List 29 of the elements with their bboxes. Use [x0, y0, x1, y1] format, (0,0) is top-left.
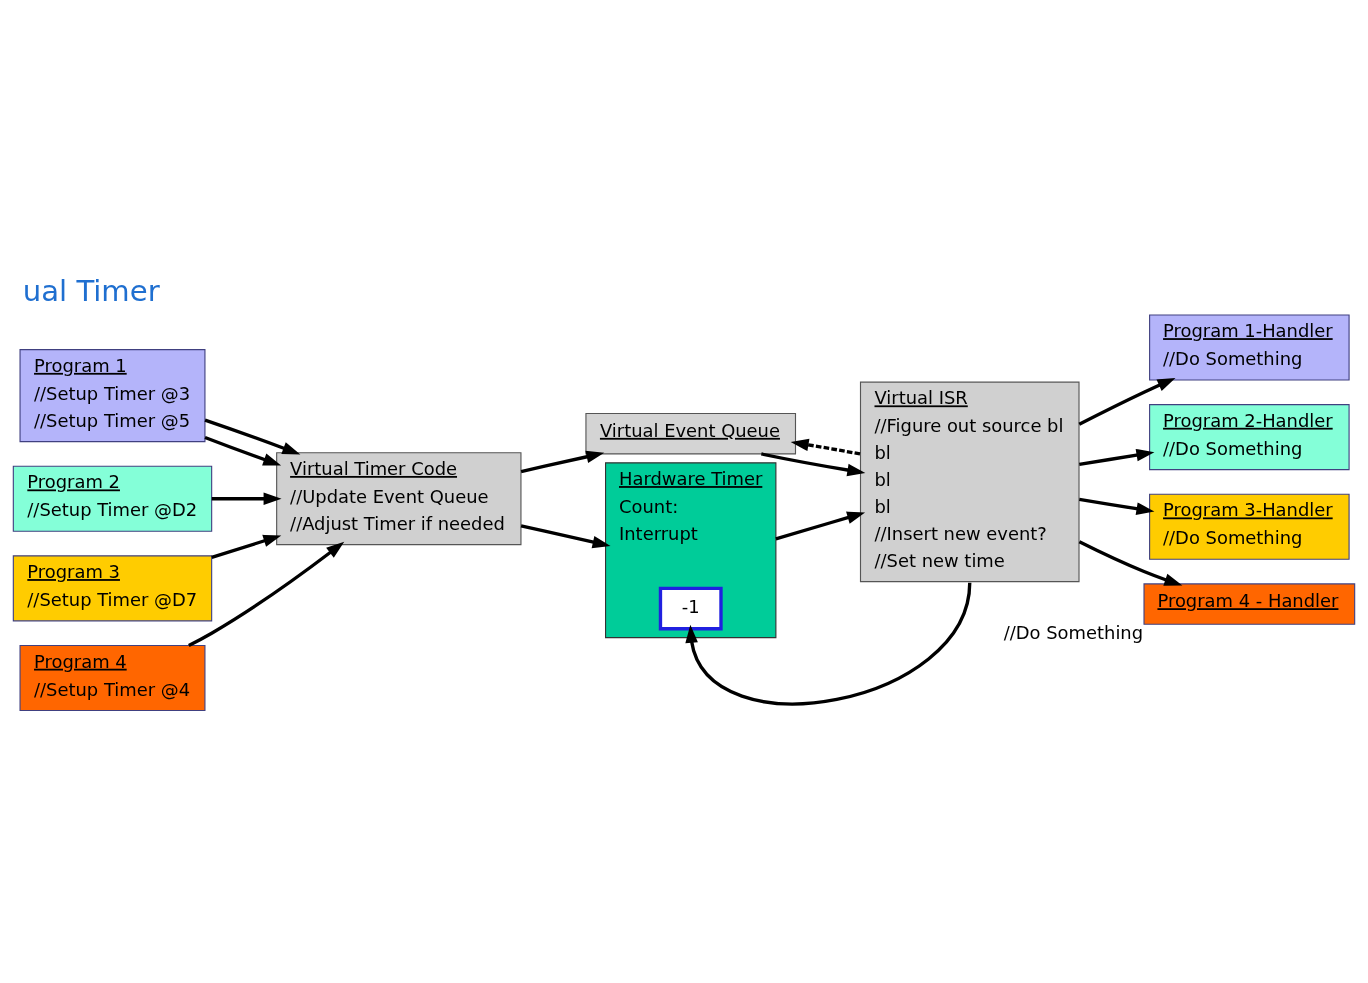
- node-box: Program 1-Handler //Do Something: [1149, 313, 1350, 380]
- node-box: -1: [658, 586, 723, 630]
- node-box: Program 1 //Setup Timer @3 //Setup Timer @5: [19, 348, 206, 442]
- arrow: [204, 418, 301, 455]
- arrow: [1078, 539, 1183, 586]
- node-box: Program 3 //Setup Timer @D7: [12, 554, 213, 621]
- diagram-title: ual Timer: [22, 273, 160, 308]
- arrow: [520, 450, 605, 473]
- arrow: [1079, 448, 1155, 466]
- node-label: //Do Something: [1003, 621, 1144, 643]
- node-box: Program 4 - Handler: [1143, 582, 1356, 625]
- node-box: Virtual ISR //Figure out source bl bl bl bl //Insert new event? //Set new time: [859, 381, 1080, 582]
- arrow: [790, 438, 861, 456]
- node-box: Program 3-Handler //Do Something: [1149, 493, 1350, 560]
- node-box: Program 2-Handler //Do Something: [1149, 403, 1350, 470]
- arrow: [1078, 377, 1176, 426]
- arrow: [775, 511, 866, 540]
- arrow: [685, 581, 972, 705]
- arrow: [761, 451, 866, 476]
- node-box: Program 4 //Setup Timer @4: [19, 644, 206, 711]
- arrow: [204, 435, 282, 466]
- arrow: [188, 541, 345, 647]
- node-box: Virtual Event Queue: [585, 412, 797, 454]
- node-box: Program 2 //Setup Timer @D2: [12, 465, 213, 532]
- arrow: [1079, 497, 1155, 515]
- arrow: [211, 491, 282, 505]
- arrow: [520, 523, 611, 548]
- node-box: Virtual Timer Code //Update Event Queue //Adjust Timer if needed: [276, 451, 522, 545]
- arrow: [211, 534, 282, 559]
